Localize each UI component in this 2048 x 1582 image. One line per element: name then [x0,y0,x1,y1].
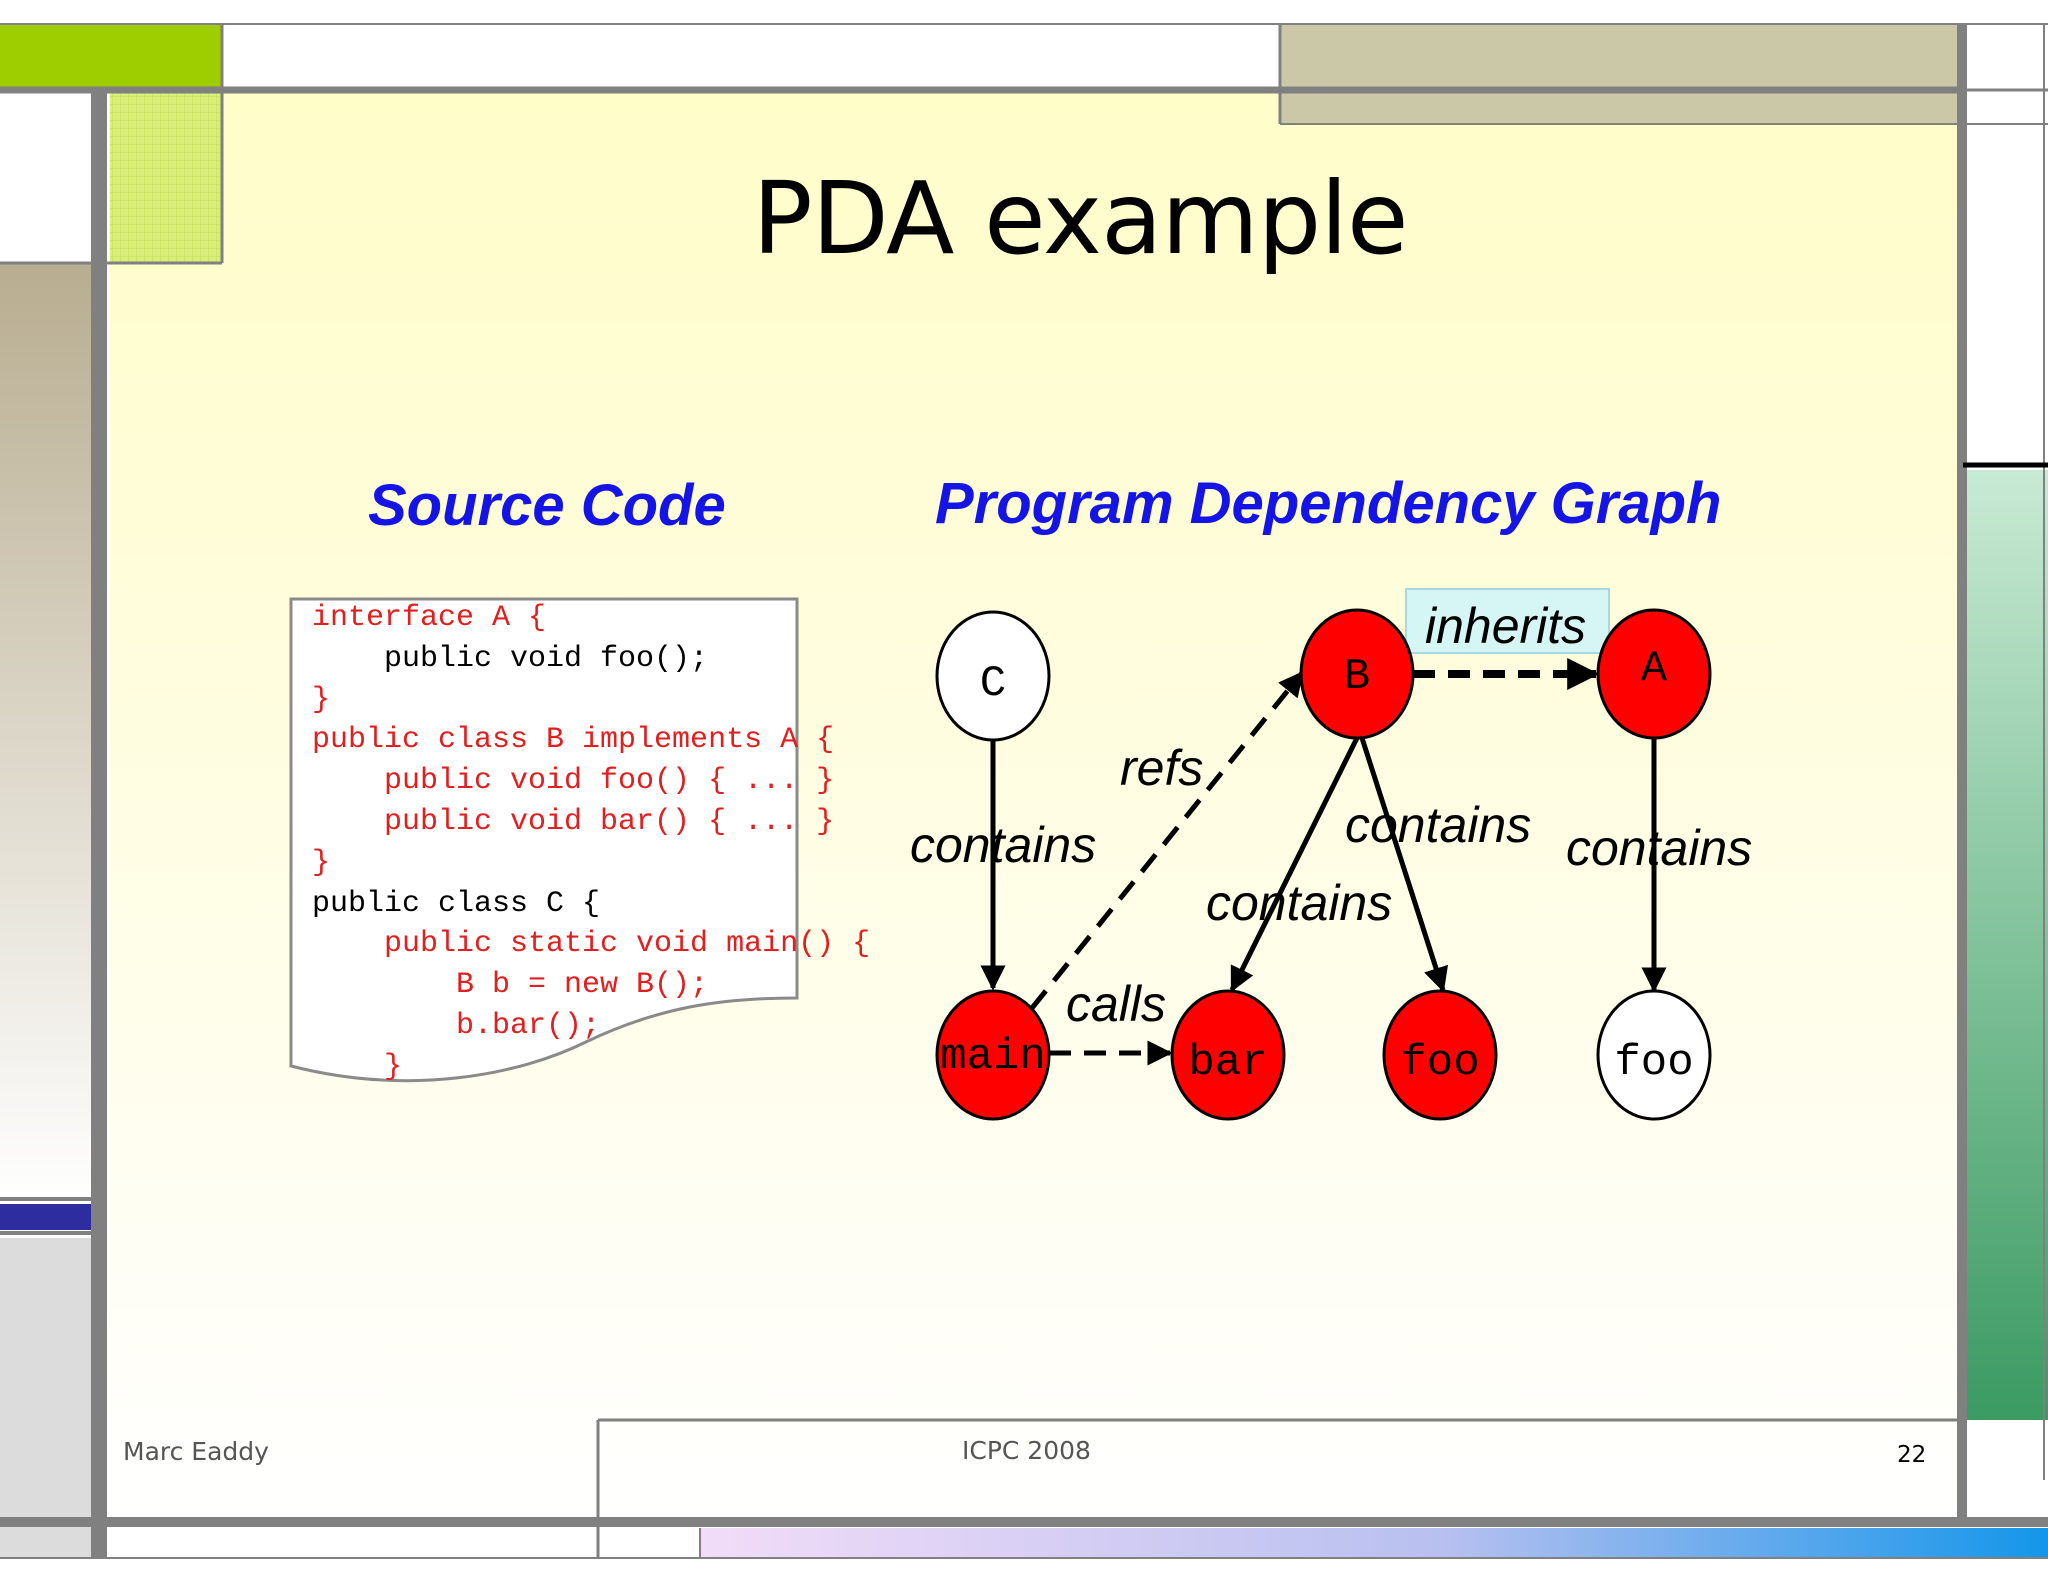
edge-label-contains: contains [1345,797,1531,853]
code-line: } [312,845,331,880]
code-line: B b = new B(); [312,968,709,1003]
edge-label-refs: refs [1120,740,1203,796]
node-label-A: A [1641,644,1668,694]
node-main [935,989,1051,1121]
slide-title: PDA example [752,160,1408,277]
node-A [1596,608,1712,740]
footer-conference: ICPC 2008 [962,1436,1091,1465]
node-label-fooB: foo [1400,1038,1479,1088]
code-line: public void foo(); [312,641,709,676]
code-document-shape [289,597,799,1083]
edge-label-contains: contains [1566,820,1752,876]
code-line: interface A { [312,601,547,635]
code-listing: interface A { public void foo();} public … [312,598,870,1088]
inherits-label-box [1405,588,1610,654]
node-label-bar: bar [1188,1038,1267,1088]
source-code-heading: Source Code [368,473,726,538]
edge-main-B [1030,671,1304,1010]
code-line: public void foo() { ... } [312,764,835,799]
green-gradient-strip [1963,470,2048,1420]
edge-label-calls: calls [1066,976,1166,1032]
green-corner-block [0,24,222,88]
khaki-top-block [1280,24,1960,124]
code-line: public class B implements A { [312,723,835,758]
node-label-B: B [1344,652,1370,702]
code-line: public void bar() { ... } [312,804,835,839]
code-line: public static void main() { [312,927,871,962]
node-C [935,610,1051,742]
pdg-heading: Program Dependency Graph [935,471,1722,536]
rainbow-bottom-strip [700,1528,2048,1558]
node-fooB [1382,989,1498,1121]
edge-label-contains: contains [910,817,1096,873]
node-label-fooA: foo [1614,1038,1693,1088]
edge-B-fooB [1359,737,1449,993]
node-B [1299,608,1415,740]
code-line: public class C { [312,886,601,921]
edge-label-inherits: inherits [1425,598,1586,654]
node-fooA [1596,989,1712,1121]
footer-page-number: 22 [1897,1442,1927,1468]
grid-square [110,93,222,263]
code-line: } [312,682,331,717]
node-label-main: main [940,1032,1046,1082]
node-label-C: C [980,659,1006,709]
code-line: b.bar(); [312,1008,601,1043]
code-line: } [312,1049,403,1084]
edge-label-contains: contains [1206,875,1392,931]
tan-gradient-strip [0,262,95,1204]
edge-B-bar [1229,736,1360,993]
grey-strip [0,1238,95,1558]
footer-author: Marc Eaddy [123,1437,269,1466]
navy-strip [0,1204,95,1230]
node-bar [1170,989,1286,1121]
